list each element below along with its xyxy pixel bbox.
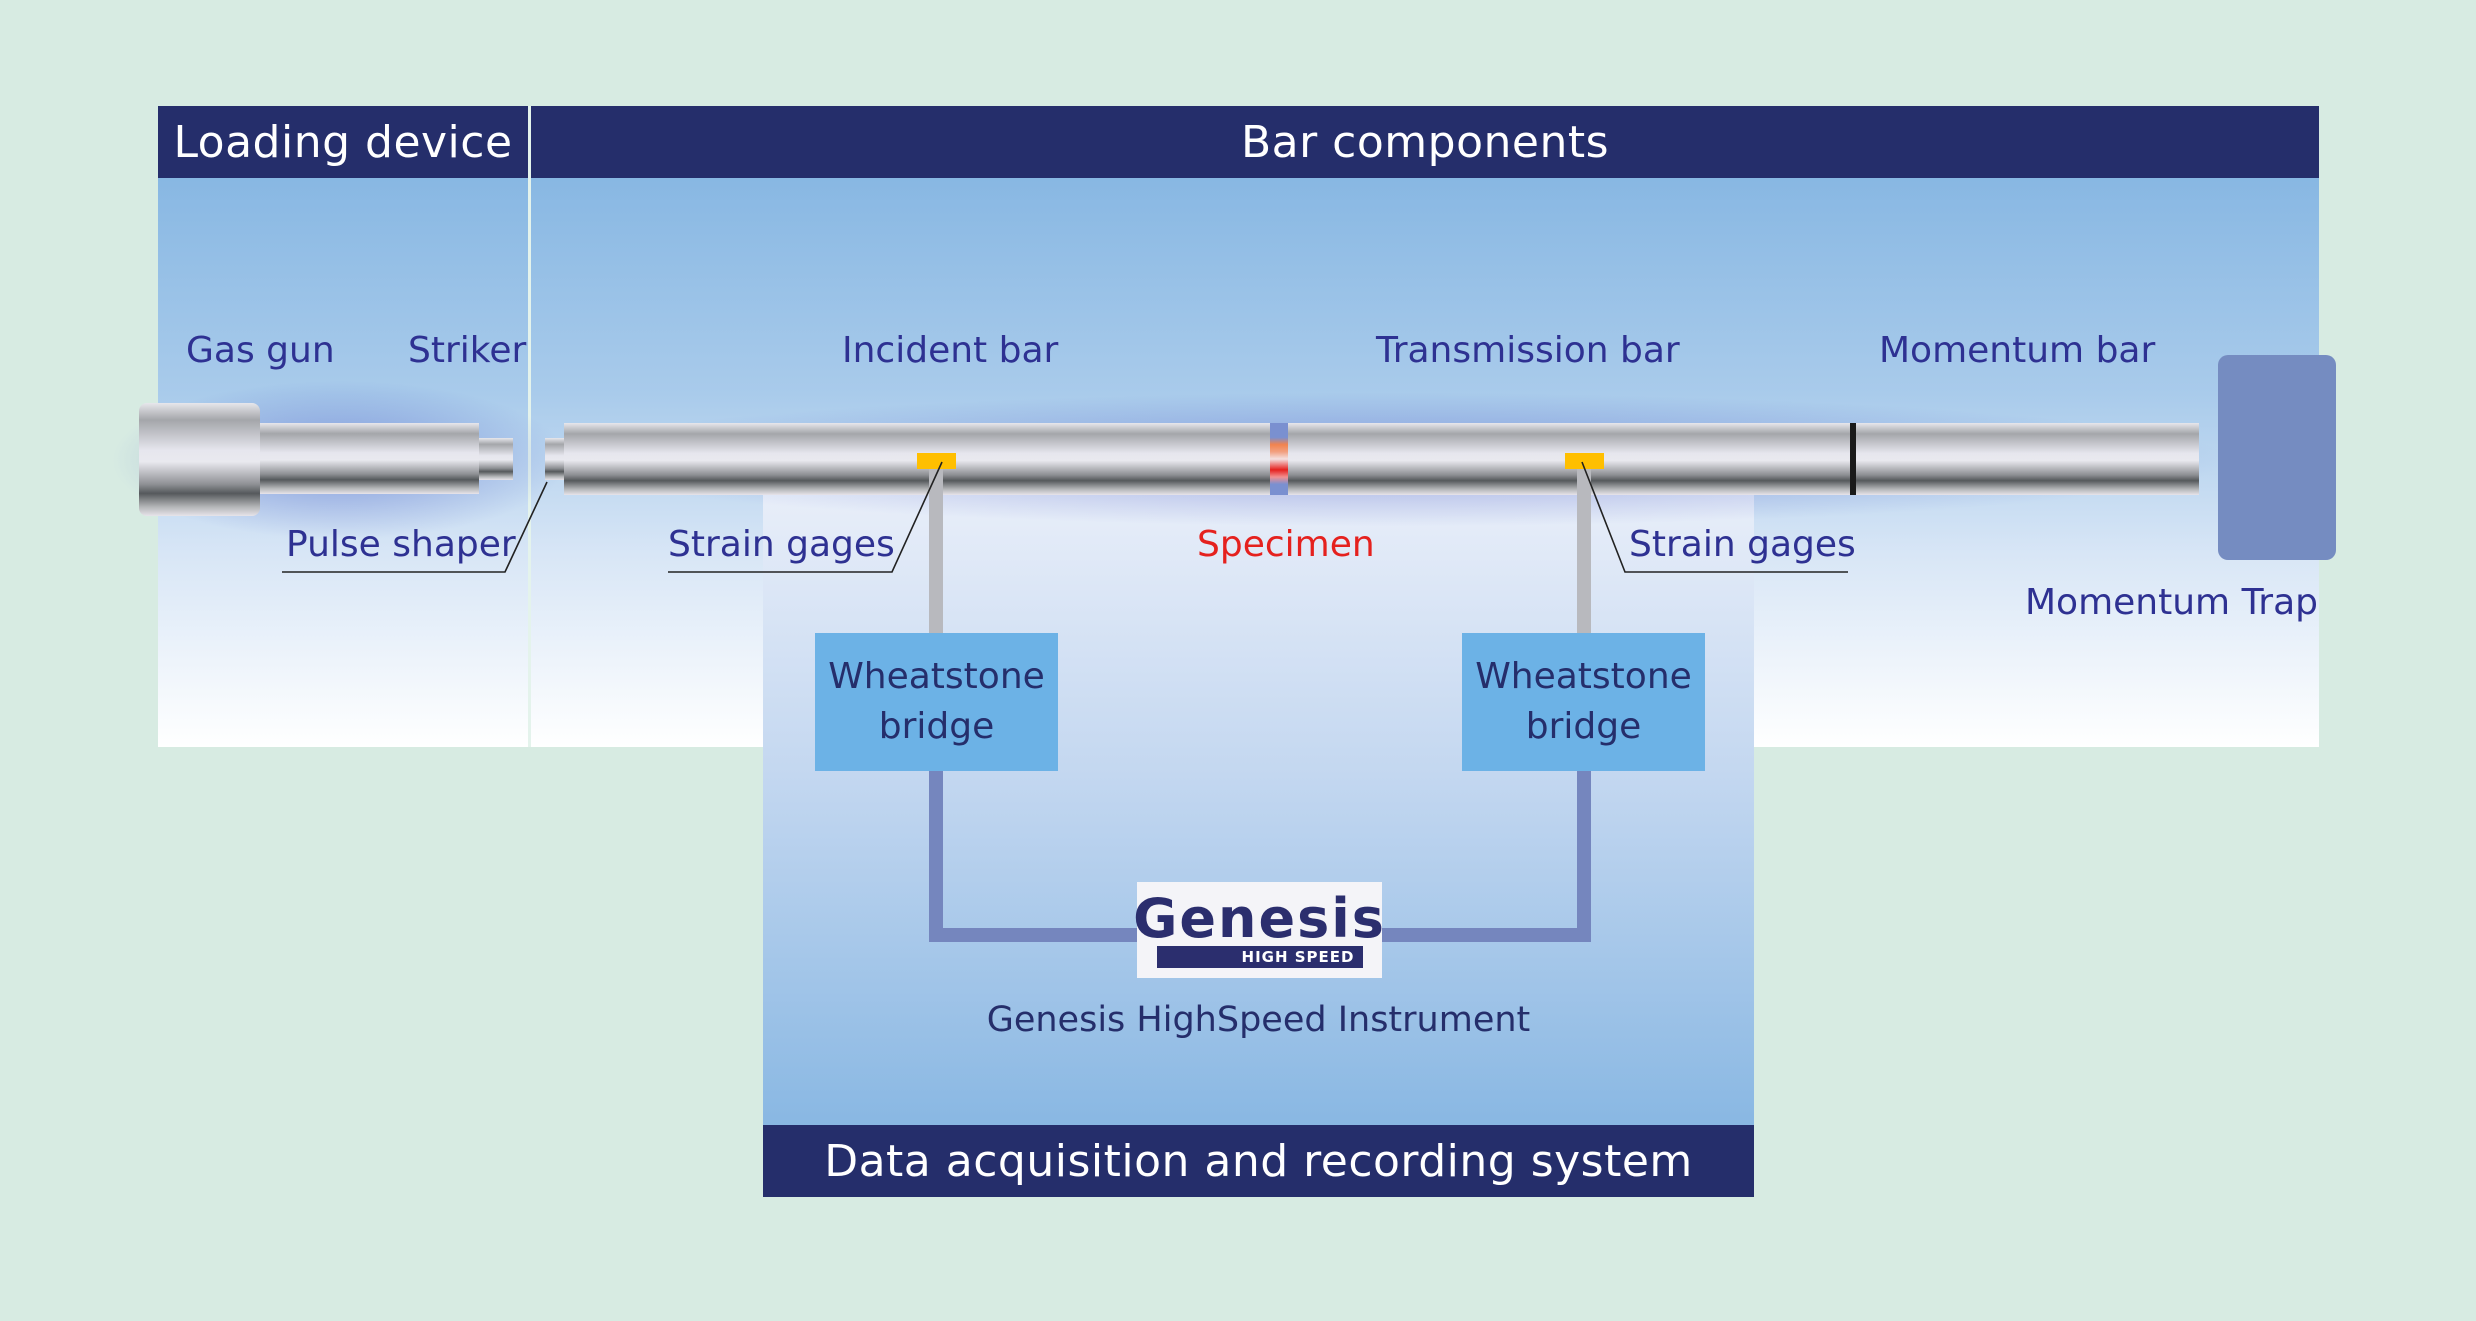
right-strain-gage-leader <box>1581 461 1848 573</box>
loading-device-header: Loading device <box>158 106 528 178</box>
instrument-label: Genesis HighSpeed Instrument <box>986 1000 1531 1040</box>
transmission-bar-label: Transmission bar <box>1376 330 1680 371</box>
incident-bar-label: Incident bar <box>842 330 1059 371</box>
right-gage-lead <box>1577 469 1591 633</box>
bar-joint <box>1850 423 1856 495</box>
striker-bar <box>479 438 513 480</box>
pulse-shaper-leader <box>282 481 548 573</box>
left-wheatstone-bridge: Wheatstone bridge <box>815 633 1058 771</box>
genesis-logo-word: Genesis <box>1133 887 1386 950</box>
specimen-label: Specimen <box>1197 524 1375 565</box>
left-connector-vertical <box>929 771 943 942</box>
left-strain-gage-leader <box>668 461 943 573</box>
momentum-trap <box>2218 355 2336 560</box>
genesis-logo: Genesis HIGH SPEED <box>1133 882 1384 978</box>
momentum-bar <box>1856 423 2199 495</box>
right-bridge-line2: bridge <box>1525 706 1642 747</box>
left-bridge-line2: bridge <box>878 706 995 747</box>
right-strain-gage <box>1565 453 1604 469</box>
left-gage-lead <box>929 469 943 633</box>
data-acquisition-title: Data acquisition and recording system <box>824 1135 1693 1187</box>
right-connector-vertical <box>1577 771 1591 942</box>
left-connector-horizontal <box>929 928 1139 942</box>
bar-components-title: Bar components <box>1240 116 1610 168</box>
right-strain-gages-label: Strain gages <box>1629 524 1856 565</box>
gas-gun-body <box>139 403 260 516</box>
momentum-trap-label: Momentum Trap <box>2025 582 2318 623</box>
striker-label: Striker <box>408 330 527 371</box>
pulse-shaper-label: Pulse shaper <box>286 524 516 565</box>
genesis-logo-subtitle: HIGH SPEED <box>1156 946 1363 968</box>
pulse-shaper <box>545 438 564 480</box>
left-strain-gage <box>917 453 956 469</box>
data-acquisition-header: Data acquisition and recording system <box>763 1125 1754 1197</box>
gas-gun-barrel <box>260 423 479 494</box>
right-connector-horizontal <box>1380 928 1591 942</box>
right-wheatstone-bridge: Wheatstone bridge <box>1462 633 1705 771</box>
left-bridge-line1: Wheatstone <box>828 656 1045 697</box>
bar-components-header: Bar components <box>531 106 2319 178</box>
right-bridge-line1: Wheatstone <box>1475 656 1692 697</box>
momentum-bar-label: Momentum bar <box>1879 330 2156 371</box>
loading-device-title: Loading device <box>173 116 513 168</box>
specimen <box>1270 423 1288 495</box>
gas-gun-label: Gas gun <box>186 330 335 371</box>
left-strain-gages-label: Strain gages <box>668 524 895 565</box>
